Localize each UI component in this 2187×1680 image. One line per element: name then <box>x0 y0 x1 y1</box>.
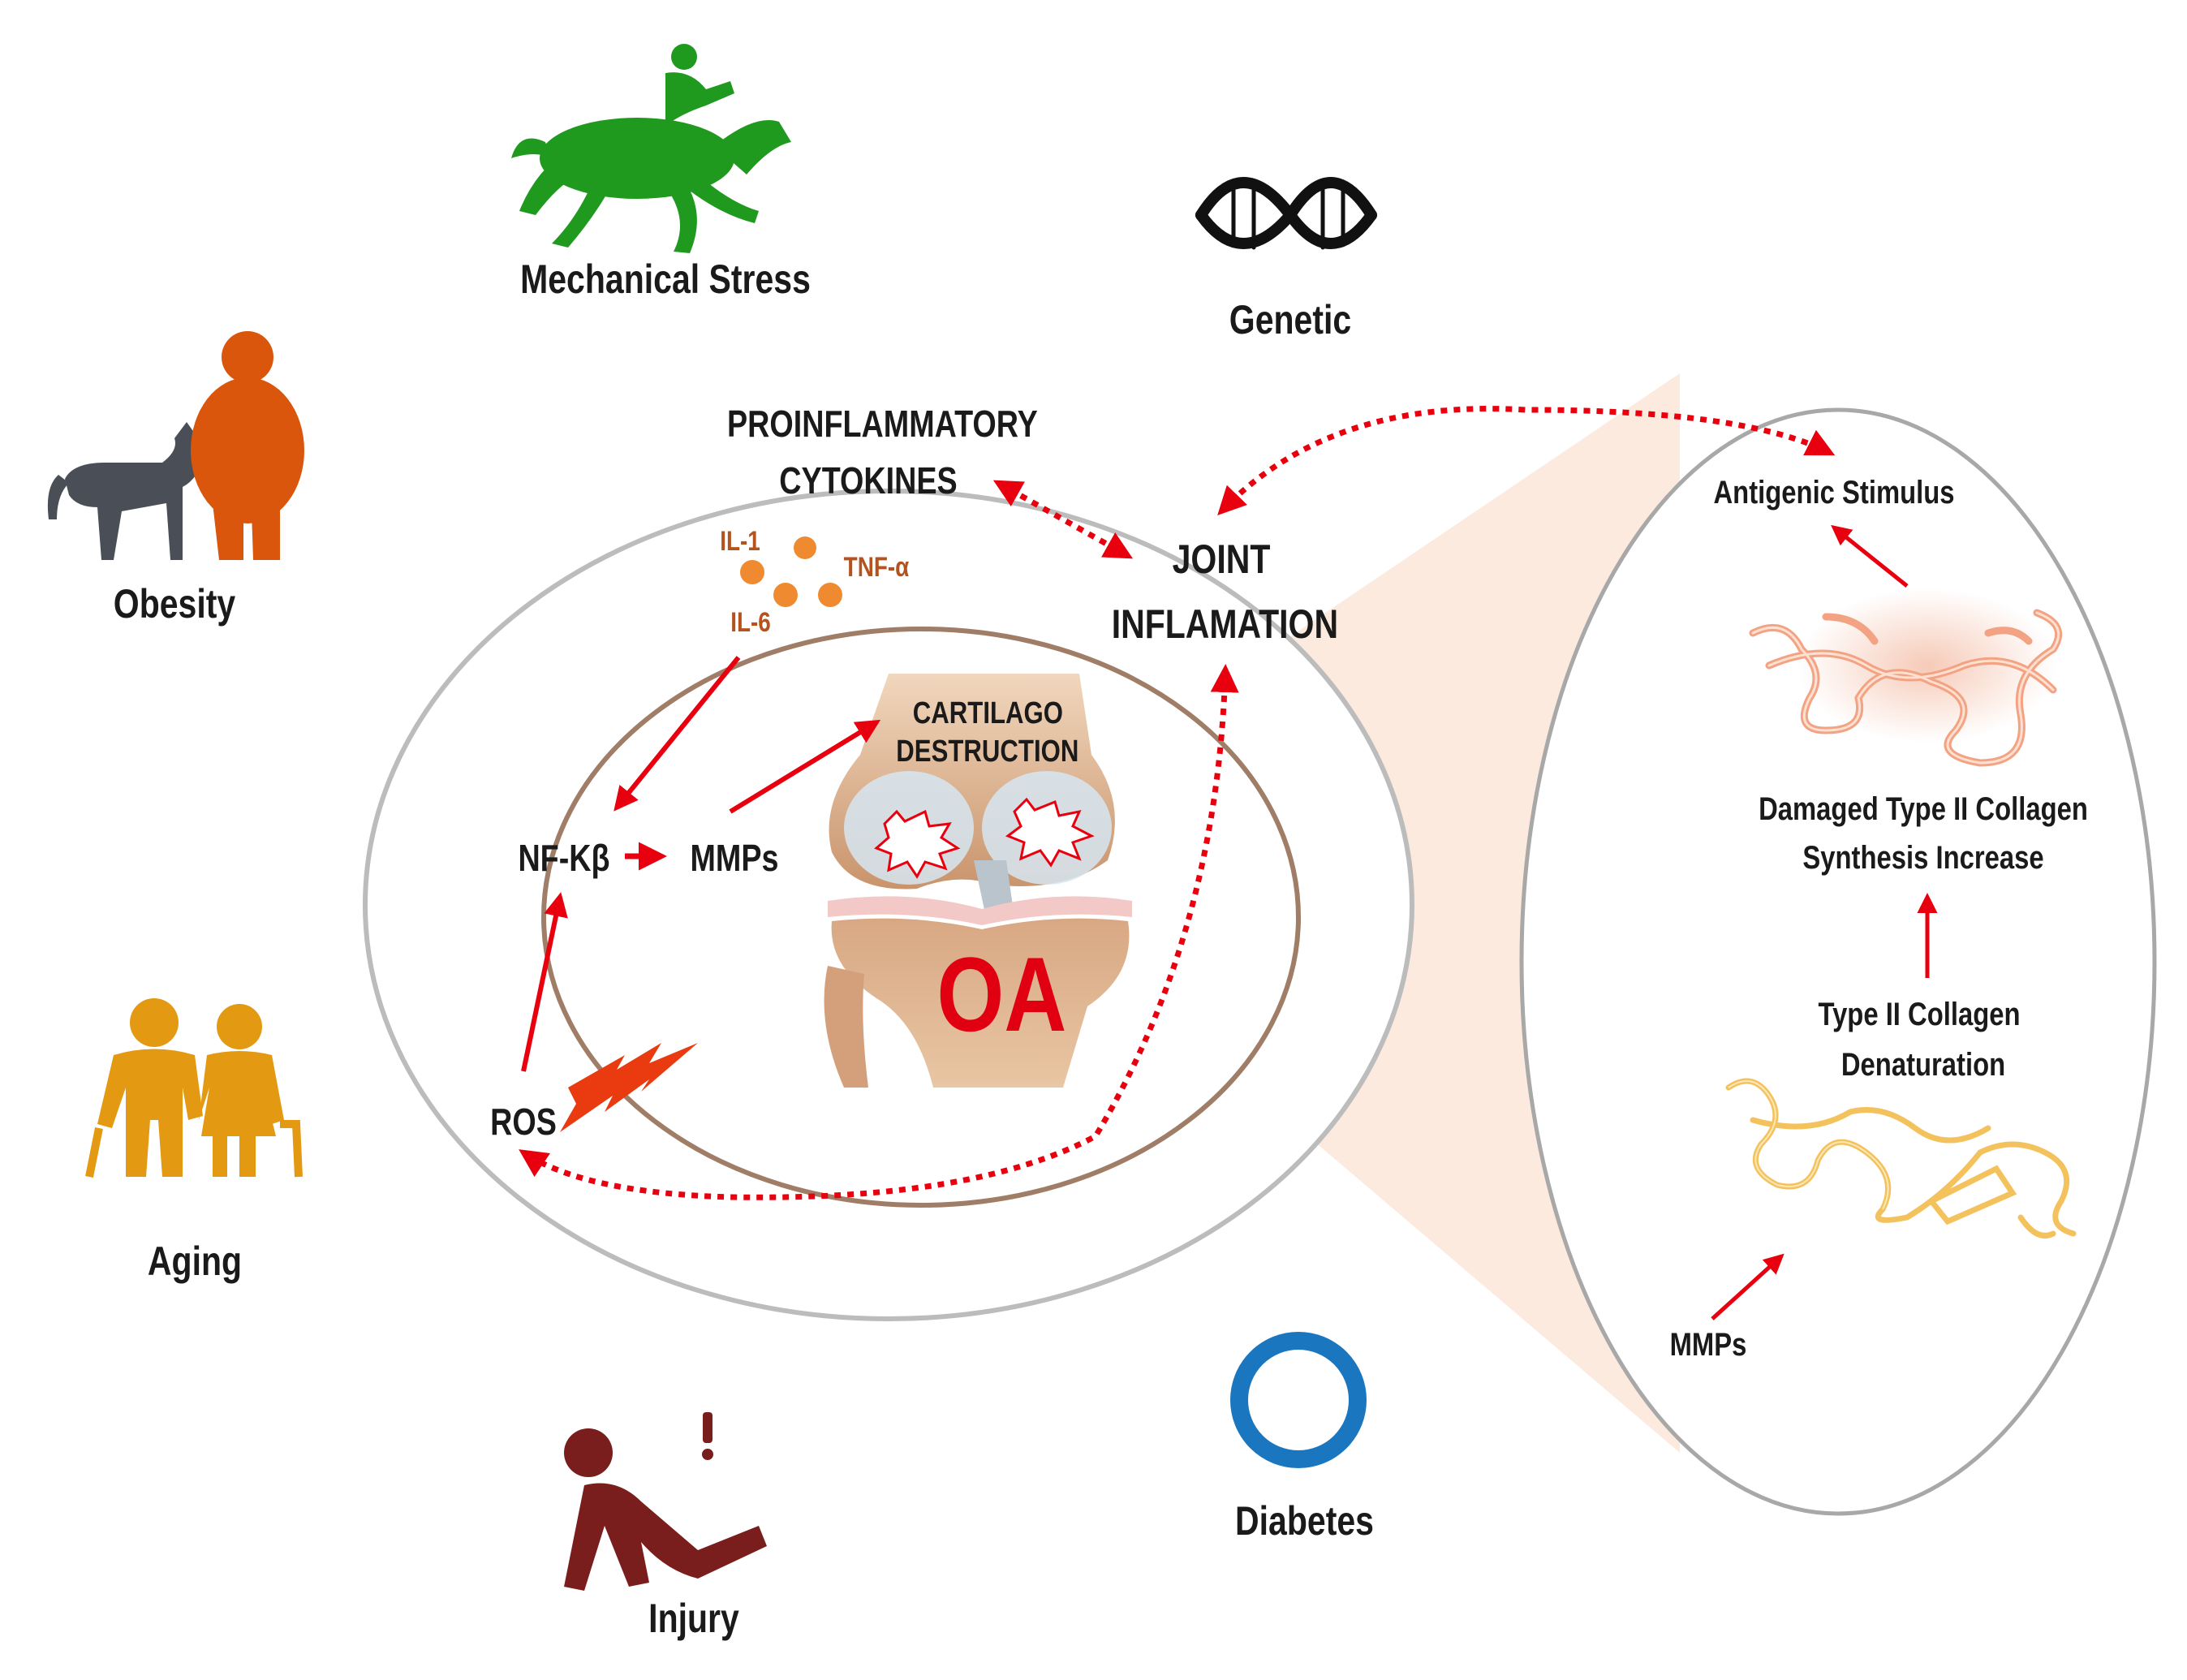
label-synthesis-increase: Synthesis Increase <box>1802 840 2044 876</box>
dog-icon <box>47 422 207 560</box>
arrow-mmps-to-denat <box>1711 1253 1784 1320</box>
label-mmps-zoom: MMPs <box>1669 1327 1747 1363</box>
collagen-protein-icon <box>1749 588 2063 767</box>
label-type2-collagen: Type II Collagen <box>1818 997 2021 1032</box>
arrow-joint-antigenic <box>1217 406 1836 516</box>
label-aging: Aging <box>147 1238 243 1284</box>
label-damaged-collagen: Damaged Type II Collagen <box>1759 791 2088 827</box>
label-il6: IL-6 <box>730 607 771 638</box>
ring-icon <box>1230 1332 1367 1468</box>
label-nfkb: NF-Kβ <box>518 837 610 879</box>
label-inflamation: INFLAMATION <box>1111 601 1339 647</box>
zoom-ellipse <box>1519 407 2157 1516</box>
label-injury: Injury <box>648 1596 739 1641</box>
label-genetic: Genetic <box>1229 297 1352 342</box>
label-denaturation: Denaturation <box>1840 1047 2006 1083</box>
obese-person-icon <box>191 331 304 560</box>
cytokine-dot <box>740 560 764 584</box>
elderly-couple-icon <box>85 998 303 1178</box>
label-il1: IL-1 <box>720 526 760 557</box>
dna-icon <box>1195 177 1377 250</box>
label-cytokines: CYTOKINES <box>779 459 958 502</box>
cytokine-dot <box>794 536 816 559</box>
horse-jockey-icon <box>511 44 791 253</box>
label-antigenic-stimulus: Antigenic Stimulus <box>1713 475 1955 510</box>
arrow-damaged-to-antigenic <box>1831 524 1909 588</box>
label-mmps-center: MMPs <box>690 837 779 879</box>
label-cartilago: CARTILAGO <box>912 696 1064 730</box>
label-diabetes: Diabetes <box>1235 1498 1374 1544</box>
label-oa: OA <box>936 935 1067 1053</box>
label-destruction: DESTRUCTION <box>896 734 1079 769</box>
arrow-joint-ros <box>519 664 1239 1200</box>
label-mechanical-stress: Mechanical Stress <box>520 256 811 302</box>
cytokine-dot <box>818 583 842 607</box>
label-proinflammatory: PROINFLAMMATORY <box>727 403 1038 445</box>
label-tnf: TNF-α <box>843 552 910 583</box>
cytokine-dot <box>773 583 798 607</box>
label-ros: ROS <box>490 1101 557 1143</box>
injured-person-icon <box>564 1412 767 1591</box>
collagen-protein-icon <box>1725 1078 2077 1238</box>
label-obesity: Obesity <box>113 581 236 627</box>
label-joint: JOINT <box>1172 536 1271 582</box>
